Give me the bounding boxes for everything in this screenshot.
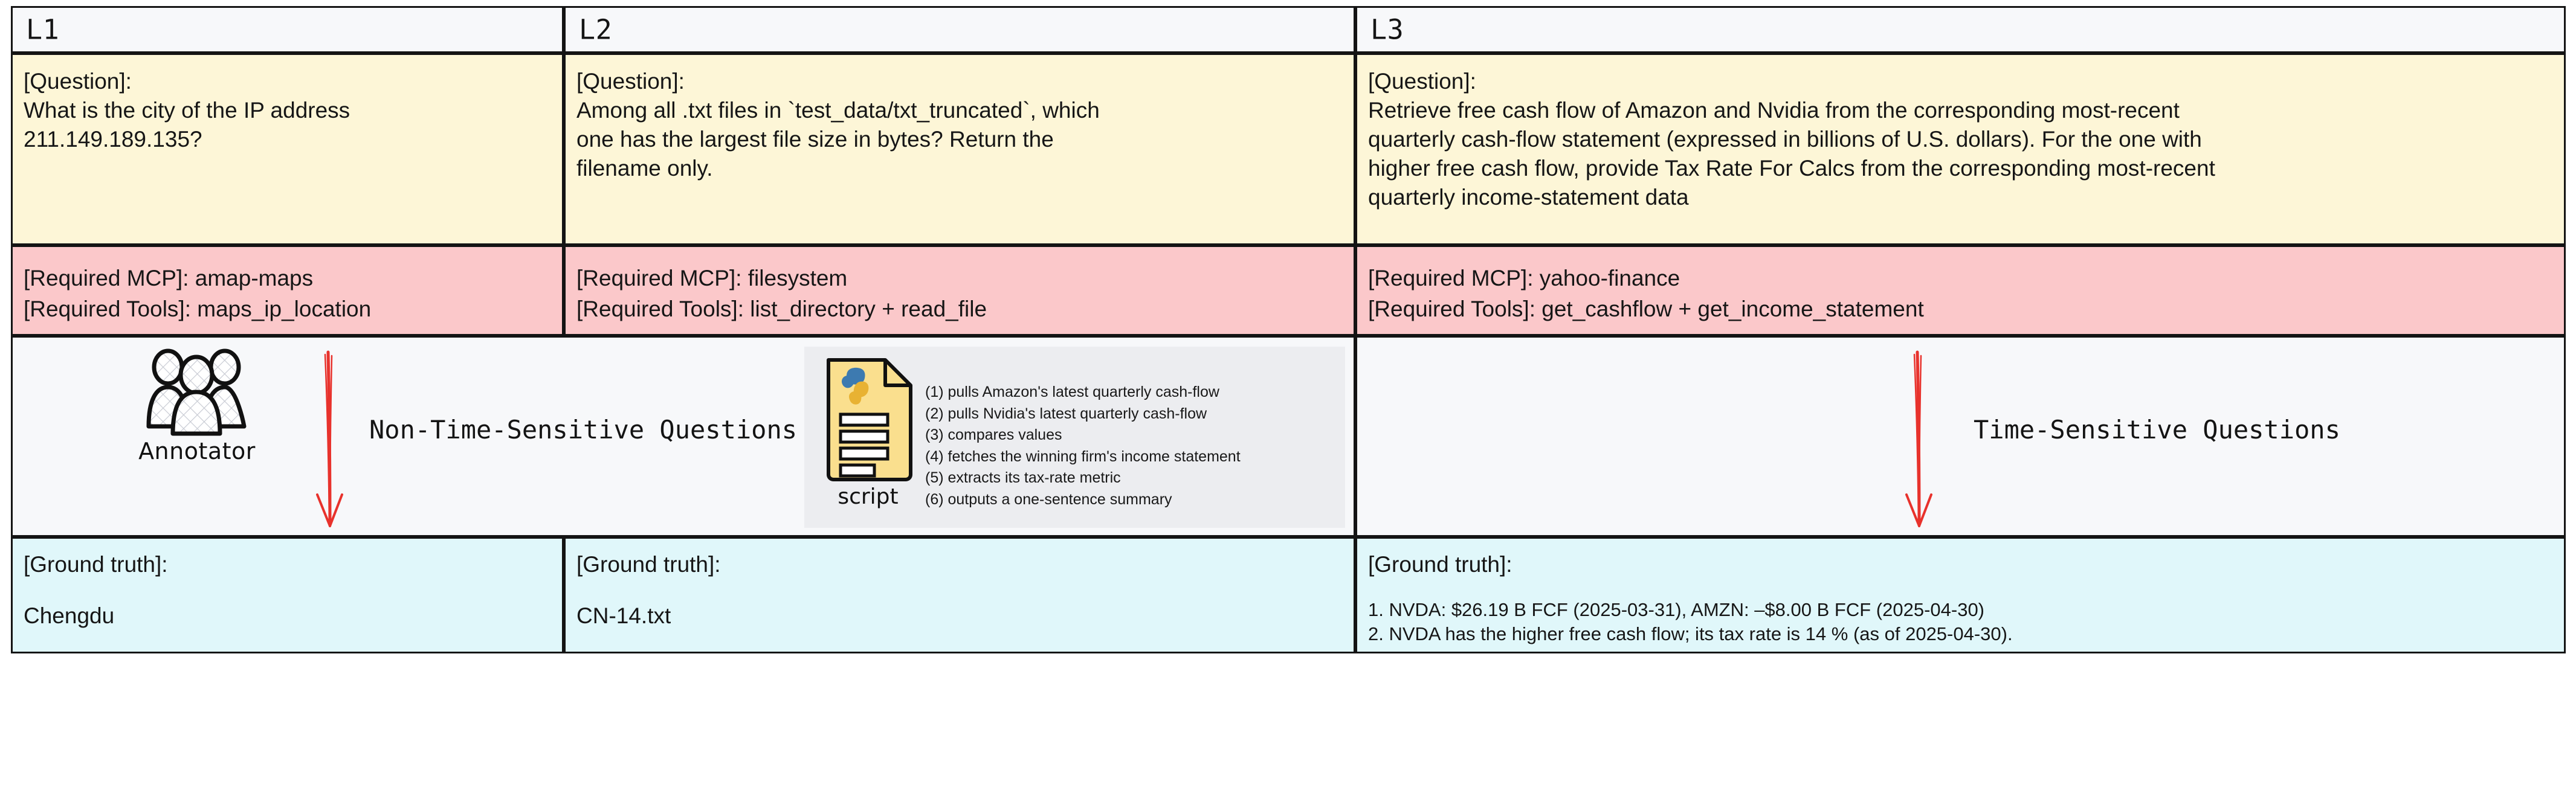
required-mcp-l1: [Required MCP]: amap-maps bbox=[24, 266, 314, 290]
question-cell-l2: [Question]: Among all .txt files in `tes… bbox=[564, 53, 1355, 245]
question-label-l1: [Question]: What is the city of the IP a… bbox=[24, 67, 554, 154]
question-label-l2: [Question]: Among all .txt files in `tes… bbox=[576, 67, 1345, 183]
non-time-sensitive-label: Non-Time-Sensitive Questions bbox=[369, 415, 798, 444]
requirements-text-l3: [Required MCP]: yahoo-finance [Required … bbox=[1368, 263, 2555, 324]
script-step: (5) extracts its tax-rate metric bbox=[925, 469, 1121, 486]
script-panel: script (1) pulls Amazon's latest quarter… bbox=[804, 347, 1345, 528]
question-cell-l3: [Question]: Retrieve free cash flow of A… bbox=[1355, 53, 2566, 245]
ground-truth-label-l3: [Ground truth]: bbox=[1368, 552, 1512, 577]
requirements-text-l1: [Required MCP]: amap-maps [Required Tool… bbox=[24, 263, 554, 324]
script-step: (4) fetches the winning firm's income st… bbox=[925, 448, 1241, 465]
ground-truth-cell-l2: [Ground truth]: CN-14.txt bbox=[564, 537, 1355, 653]
required-mcp-l3: [Required MCP]: yahoo-finance bbox=[1368, 266, 1680, 290]
ground-truth-cell-l3: [Ground truth]: 1. NVDA: $26.19 B FCF (2… bbox=[1355, 537, 2566, 653]
question-tag-l2: [Question]: bbox=[576, 69, 685, 94]
ground-truth-label-l1: [Ground truth]: bbox=[24, 552, 168, 577]
question-label-l3: [Question]: Retrieve free cash flow of A… bbox=[1368, 67, 2555, 212]
script-step: (1) pulls Amazon's latest quarterly cash… bbox=[925, 383, 1219, 400]
script-step: (3) compares values bbox=[925, 426, 1062, 443]
script-steps-list: (1) pulls Amazon's latest quarterly cash… bbox=[925, 382, 1340, 510]
column-title-l2: L2 bbox=[579, 13, 613, 46]
requirements-cell-l3: [Required MCP]: yahoo-finance [Required … bbox=[1355, 245, 2566, 336]
annotator-group-icon bbox=[146, 348, 247, 436]
question-tag-l3: [Question]: bbox=[1368, 69, 1476, 94]
ground-truth-value-l3: 1. NVDA: $26.19 B FCF (2025-03-31), AMZN… bbox=[1368, 599, 2013, 644]
table-header-row: L1 L2 L3 bbox=[11, 6, 2566, 53]
required-tools-l3: [Required Tools]: get_cashflow + get_inc… bbox=[1368, 297, 1924, 322]
column-title-l3: L3 bbox=[1370, 13, 1404, 46]
annotator-block: Annotator bbox=[115, 346, 279, 464]
requirements-cell-l1: [Required MCP]: amap-maps [Required Tool… bbox=[11, 245, 564, 336]
non-time-sensitive-panel: Annotator Non-Time-Sensitive Questions bbox=[11, 336, 1355, 537]
ground-truth-value-l2: CN-14.txt bbox=[576, 603, 671, 628]
script-label: script bbox=[838, 484, 899, 509]
down-arrow-icon bbox=[1905, 350, 1932, 527]
header-cell-l2: L2 bbox=[564, 6, 1355, 53]
time-sensitive-panel: Time-Sensitive Questions bbox=[1355, 336, 2566, 537]
ground-truth-value-l1: Chengdu bbox=[24, 603, 115, 628]
column-title-l1: L1 bbox=[26, 13, 60, 46]
requirements-cell-l2: [Required MCP]: filesystem [Required Too… bbox=[564, 245, 1355, 336]
required-mcp-l2: [Required MCP]: filesystem bbox=[576, 266, 848, 290]
comparison-table: L1 L2 L3 [Question]: What is the city of… bbox=[11, 6, 2566, 791]
down-arrow-icon bbox=[316, 350, 343, 527]
required-tools-l2: [Required Tools]: list_directory + read_… bbox=[576, 297, 987, 322]
required-tools-l1: [Required Tools]: maps_ip_location bbox=[24, 297, 372, 322]
annotator-label: Annotator bbox=[138, 438, 256, 464]
requirements-row: [Required MCP]: amap-maps [Required Tool… bbox=[11, 245, 2566, 336]
question-tag-l1: [Question]: bbox=[24, 69, 132, 94]
flow-arrow-right bbox=[1901, 348, 1937, 533]
question-cell-l1: [Question]: What is the city of the IP a… bbox=[11, 53, 564, 245]
ground-truth-label-l2: [Ground truth]: bbox=[576, 552, 721, 577]
question-body-l1: What is the city of the IP address 211.1… bbox=[24, 98, 350, 152]
requirements-text-l2: [Required MCP]: filesystem [Required Too… bbox=[576, 263, 1345, 324]
header-cell-l3: L3 bbox=[1355, 6, 2566, 53]
ground-truth-row: [Ground truth]: Chengdu [Ground truth]: … bbox=[11, 537, 2566, 653]
script-icon-block: script bbox=[815, 354, 921, 509]
script-step: (2) pulls Nvidia's latest quarterly cash… bbox=[925, 405, 1207, 422]
script-step: (6) outputs a one-sentence summary bbox=[925, 490, 1172, 508]
question-body-l2: Among all .txt files in `test_data/txt_t… bbox=[576, 98, 1100, 181]
python-script-file-icon bbox=[826, 358, 912, 481]
flow-arrow-left bbox=[312, 348, 348, 533]
header-cell-l1: L1 bbox=[11, 6, 564, 53]
ground-truth-cell-l1: [Ground truth]: Chengdu bbox=[11, 537, 564, 653]
time-sensitive-label: Time-Sensitive Questions bbox=[1974, 415, 2340, 444]
question-row: [Question]: What is the city of the IP a… bbox=[11, 53, 2566, 245]
illustration-row: Annotator Non-Time-Sensitive Questions bbox=[11, 336, 2566, 537]
question-body-l3: Retrieve free cash flow of Amazon and Nv… bbox=[1368, 98, 2215, 210]
